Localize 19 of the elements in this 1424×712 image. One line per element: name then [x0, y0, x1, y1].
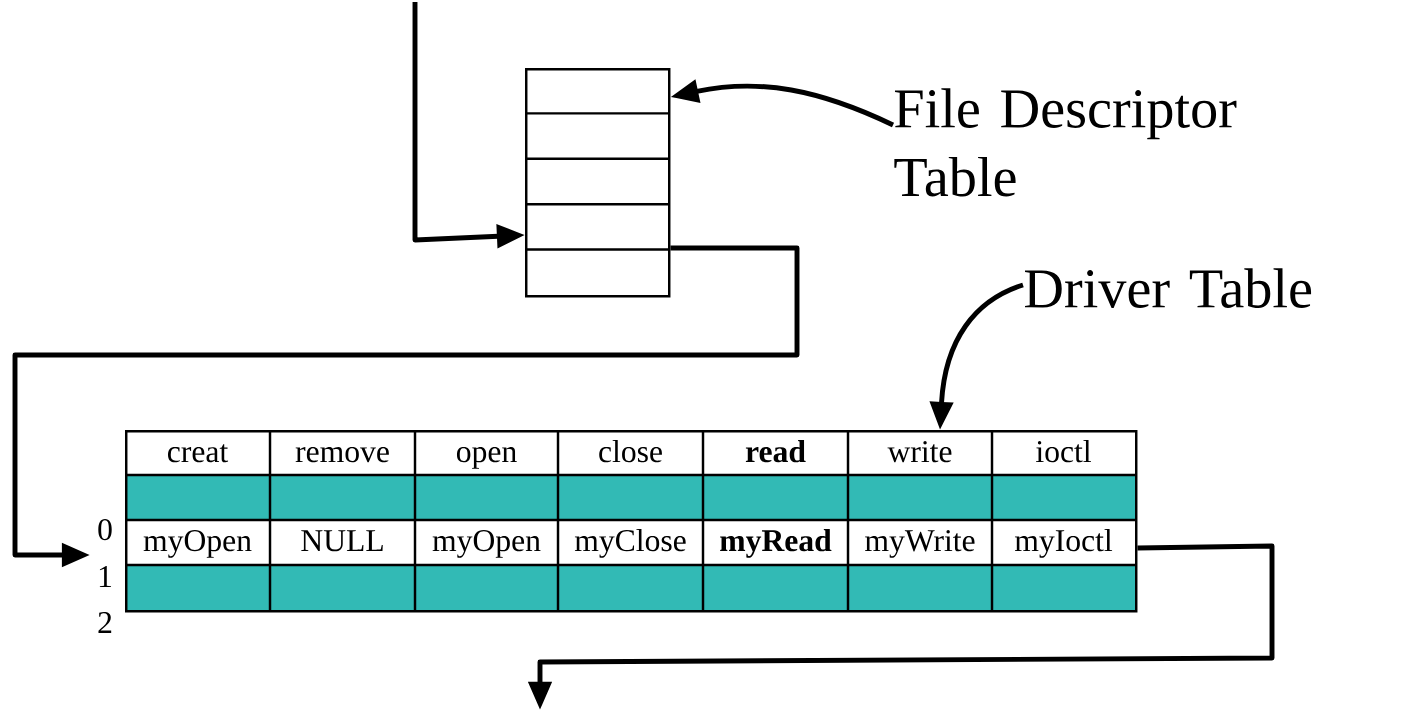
file-descriptor-table	[525, 68, 671, 298]
row-index: 2	[98, 612, 112, 633]
function-name: myOpen	[143, 530, 252, 558]
column-name: read	[745, 440, 806, 463]
function-name: myRead	[720, 529, 832, 558]
table-title: File Descriptor Table	[894, 88, 1237, 197]
column-name: open	[457, 447, 517, 469]
function-name: NULL	[301, 530, 383, 552]
function-name: myIoctl	[1015, 529, 1113, 558]
column-name: remove	[295, 447, 389, 463]
function-name: myClose	[574, 529, 686, 558]
column-name: close	[599, 440, 662, 463]
function-name: myWrite	[865, 530, 975, 558]
column-name: ioctl	[1036, 440, 1091, 463]
column-name: write	[887, 441, 952, 463]
table-title: Driver Table	[1025, 268, 1312, 308]
driver-table	[125, 430, 1138, 613]
column-name: creat	[168, 444, 229, 463]
function-name: myOpen	[432, 530, 541, 558]
